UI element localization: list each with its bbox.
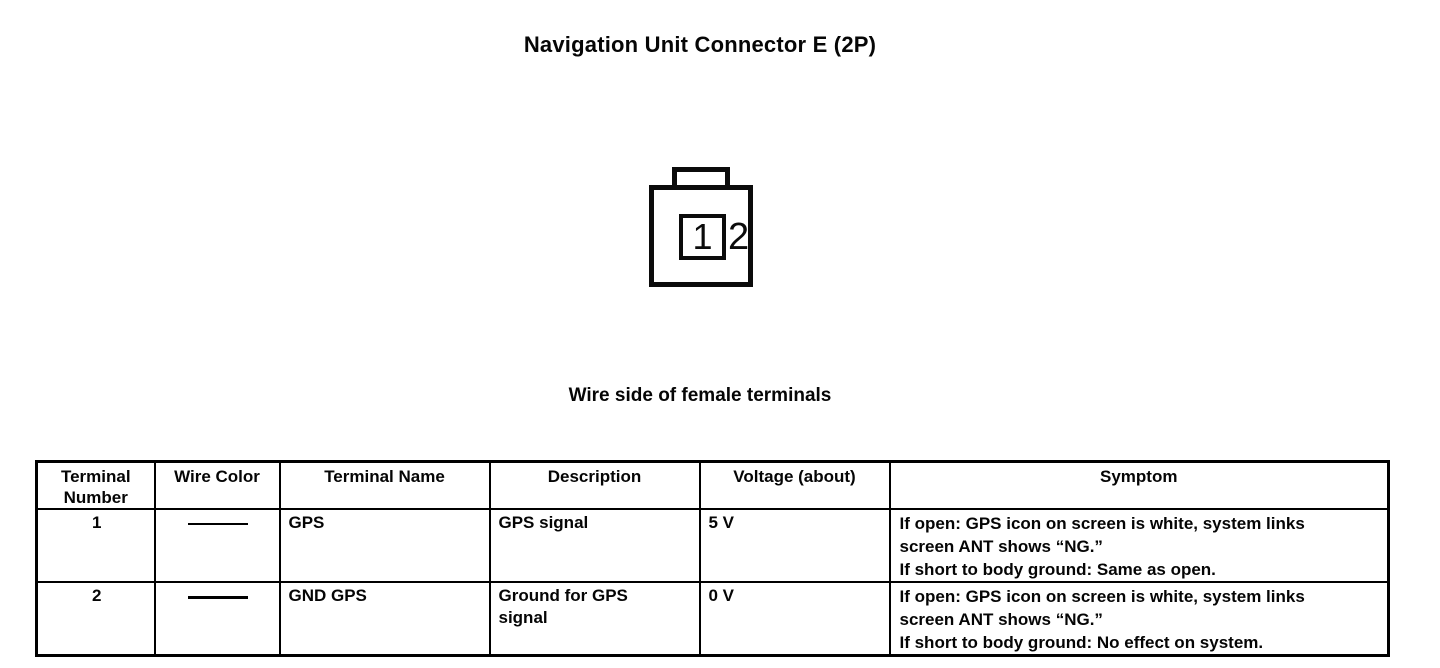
cell-voltage: 0 V — [698, 581, 891, 657]
wire-color-dash-icon — [188, 596, 248, 599]
cell-terminal-name: GND GPS — [278, 581, 491, 657]
pin-2-number: 2 — [728, 216, 750, 258]
col-header-description: Description — [488, 460, 701, 510]
cell-terminal-number: 1 — [35, 508, 156, 583]
col-header-terminal-number: Terminal Number — [35, 460, 156, 510]
wire-color-dash-icon — [188, 523, 248, 525]
table-row-terminal-1: 1 GPS GPS signal 5 V If open: GPS icon o… — [35, 508, 1390, 583]
cell-symptom: If open: GPS icon on screen is white, sy… — [888, 581, 1390, 657]
table-row-terminal-2: 2 GND GPS Ground for GPS signal 0 V If o… — [35, 581, 1390, 657]
diagram-caption: Wire side of female terminals — [568, 385, 832, 406]
pin-1-cavity: 1 — [679, 214, 726, 260]
cell-wire-color — [153, 581, 281, 657]
connector-diagram: 1 2 — [649, 167, 753, 287]
cell-terminal-name: GPS — [278, 508, 491, 583]
col-header-voltage: Voltage (about) — [698, 460, 891, 510]
table-header-row: Terminal Number Wire Color Terminal Name… — [35, 460, 1390, 510]
cell-description: Ground for GPS signal — [488, 581, 701, 657]
connector-body: 1 2 — [649, 185, 753, 287]
col-header-terminal-name: Terminal Name — [278, 460, 491, 510]
pin-1-number: 1 — [692, 216, 713, 257]
cell-wire-color — [153, 508, 281, 583]
terminal-table: Terminal Number Wire Color Terminal Name… — [35, 460, 1390, 657]
cell-voltage: 5 V — [698, 508, 891, 583]
col-header-wire-color: Wire Color — [153, 460, 281, 510]
cell-description: GPS signal — [488, 508, 701, 583]
cell-terminal-number: 2 — [35, 581, 156, 657]
cell-symptom: If open: GPS icon on screen is white, sy… — [888, 508, 1390, 583]
page-title: Navigation Unit Connector E (2P) — [523, 32, 877, 57]
col-header-symptom: Symptom — [888, 460, 1390, 510]
